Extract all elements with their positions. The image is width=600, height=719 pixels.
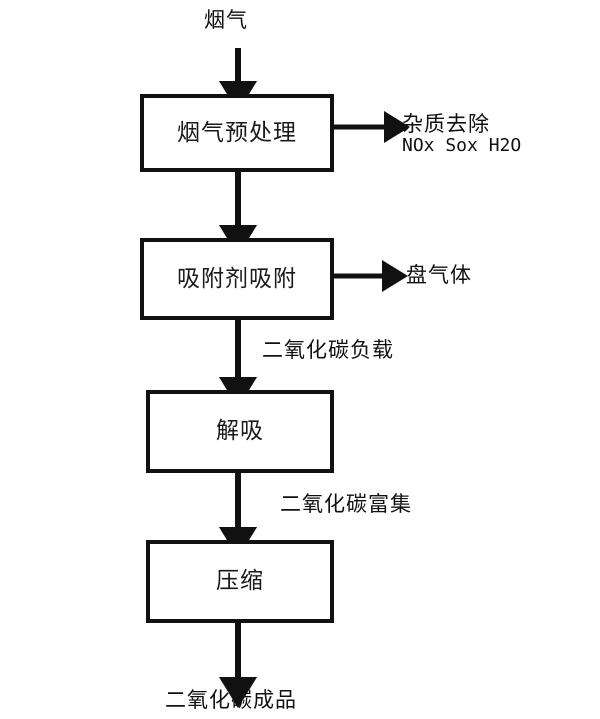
stream-label-co2-loaded: 二氧化碳负载 xyxy=(262,338,394,362)
outlet-label: 二氧化碳成品 xyxy=(165,688,297,712)
process-box-adsorption-label: 吸附剂吸附 xyxy=(177,265,297,292)
process-box-compression-label: 压缩 xyxy=(216,568,264,594)
side-output-impurity-removal: 杂质去除 NOx Sox H2O xyxy=(402,112,522,157)
process-box-compression[interactable]: 压缩 xyxy=(146,540,334,623)
process-box-pretreatment[interactable]: 烟气预处理 xyxy=(140,94,334,172)
side-output-lean-gas: 盘气体 xyxy=(406,263,472,287)
inlet-label: 烟气 xyxy=(204,8,248,32)
process-box-adsorption[interactable]: 吸附剂吸附 xyxy=(140,238,334,320)
process-box-desorption-label: 解吸 xyxy=(216,418,264,444)
process-box-desorption[interactable]: 解吸 xyxy=(146,390,334,473)
stream-label-co2-enriched: 二氧化碳富集 xyxy=(280,492,412,516)
process-box-pretreatment-label: 烟气预处理 xyxy=(177,119,297,146)
